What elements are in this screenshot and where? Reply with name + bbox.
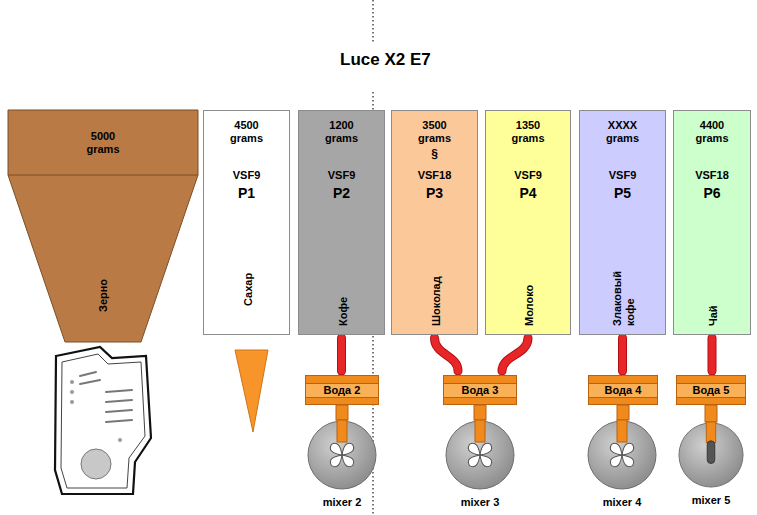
canister-box: 4500 gramsVSF9P1Сахар [203, 110, 290, 335]
mixer-label: mixer 5 [692, 494, 731, 507]
mixer-bowl: mixer 2 [307, 420, 377, 490]
vertical-label: Злаковый кофе [611, 271, 636, 326]
water-label: Вода 5 [693, 384, 730, 397]
canister-box: 4400 gramsVSF18P6Чай [673, 110, 751, 335]
powder-tube [502, 338, 528, 371]
vertical-label: Зерно [97, 279, 110, 312]
water-block: Вода 3 [443, 375, 517, 405]
water-block: Вода 2 [305, 375, 379, 405]
position-label: P5 [614, 185, 631, 201]
powder-tube [341, 338, 342, 371]
powder-tube [712, 338, 713, 371]
capacity-label: 4500 grams [230, 119, 263, 144]
capacity-label: VSF9 [514, 169, 542, 182]
water-block: Вода 5 [676, 375, 746, 405]
mixer-bowl: mixer 4 [587, 420, 657, 490]
canister-box: 3500 grams § VSF18P3Шоколад [391, 110, 478, 335]
water-label: Вода 4 [605, 384, 642, 397]
capacity-label: 1200 grams [325, 119, 358, 144]
position-label: P6 [703, 185, 720, 201]
mixer-bowl: mixer 5 [678, 422, 744, 488]
capacity-label: 1350 grams [511, 119, 544, 144]
capacity-label: 4400 grams [695, 119, 728, 144]
powder-tube [435, 338, 459, 371]
mixer-symbol [445, 420, 515, 490]
sugar-chute [235, 350, 268, 432]
vertical-label: Кофе [336, 297, 349, 326]
vertical-label: Шоколад [429, 276, 442, 326]
mixer-symbol [678, 422, 744, 488]
vertical-label: Сахар [241, 273, 254, 306]
position-label: P1 [238, 185, 255, 201]
vertical-label: Чай [707, 305, 720, 326]
water-label: Вода 2 [324, 384, 361, 397]
mixer-symbol [587, 420, 657, 490]
mixer-label: mixer 3 [461, 496, 500, 509]
capacity-label: VSF9 [328, 169, 356, 182]
water-stem [617, 405, 629, 420]
water-label: Вода 3 [462, 384, 499, 397]
grinder-board [55, 347, 151, 494]
capacity-label: 3500 grams [418, 119, 451, 144]
water-stem [705, 405, 717, 422]
bean-hopper: 5000 gramsЗерно [8, 110, 198, 342]
capacity-label: VSF18 [695, 169, 729, 182]
water-stem [336, 405, 348, 420]
capacity-label: VSF18 [418, 169, 452, 182]
canister-box: 1200 gramsVSF9P2Кофе [298, 110, 385, 335]
mixer-symbol [307, 420, 377, 490]
mixer-bowl: mixer 3 [445, 420, 515, 490]
canister-box: 1350 gramsVSF9P4Молоко [485, 110, 571, 335]
position-label: P4 [519, 185, 536, 201]
capacity-label: § [431, 148, 438, 162]
diagram-title: Luce X2 E7 [340, 50, 431, 70]
capacity-label: VSF9 [609, 169, 637, 182]
water-block: Вода 4 [588, 375, 658, 405]
position-label: P3 [426, 185, 443, 201]
vertical-label: Молоко [523, 285, 536, 326]
mixer-label: mixer 4 [603, 496, 642, 509]
powder-tube [622, 338, 623, 371]
canister-box: XXXX gramsVSF9P5Злаковый кофе [579, 110, 666, 335]
capacity-label: XXXX grams [606, 119, 639, 144]
capacity-label: VSF9 [233, 169, 261, 182]
mixer-label: mixer 2 [323, 496, 362, 509]
capacity-label: 5000 grams [86, 130, 119, 155]
dotted-divider [372, 0, 373, 42]
water-stem [474, 405, 486, 420]
position-label: P2 [333, 185, 350, 201]
